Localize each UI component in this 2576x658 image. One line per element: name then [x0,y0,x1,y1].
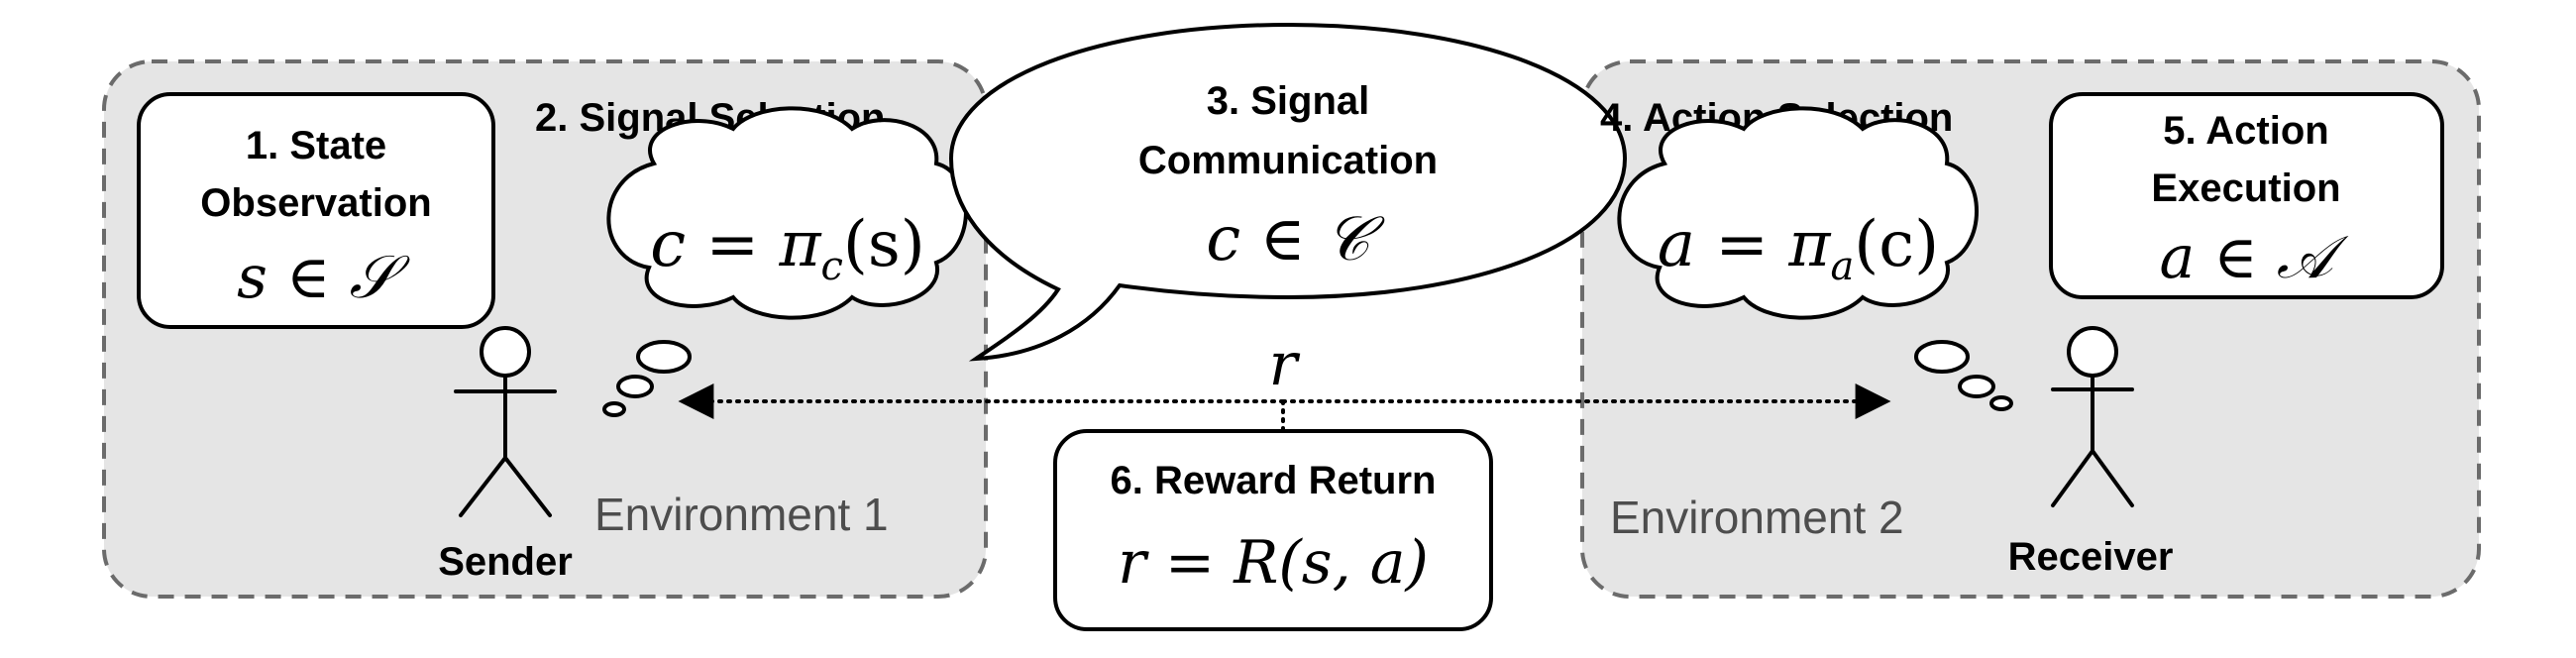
reward-arrow: r [678,330,1891,433]
state-observation-title-line2: Observation [200,181,431,225]
signal-communication-formula: c ∈ 𝒞 [1206,202,1385,274]
state-observation-formula: s ∈ 𝒮 [237,243,410,312]
signal-selection-formula: c = πc(s) [650,208,924,289]
action-execution-title-line1: 5. Action [2163,109,2328,153]
state-observation-title-line1: 1. State [246,124,386,167]
action-execution-formula: a ∈ 𝒜 [2159,223,2348,292]
reward-symbol: r [1269,330,1301,399]
signal-communication-bubble: 3. Signal Communication c ∈ 𝒞 [948,22,1628,362]
reward-return-formula: r = R(s, a) [1118,528,1429,598]
reward-return-title: 6. Reward Return [1111,459,1437,502]
signal-communication-title-line2: Communication [1138,139,1438,182]
receiver-thought-cloud: a = πa(c) [1617,106,2013,411]
environment-1-label: Environment 1 [594,489,889,540]
action-selection-formula: a = πa(c) [1658,208,1939,289]
sender-figure-icon [454,326,557,517]
state-observation-box: 1. State Observation s ∈ 𝒮 [137,92,495,329]
action-execution-box: 5. Action Execution a ∈ 𝒜 [2049,92,2444,299]
action-execution-title-line2: Execution [2151,166,2340,210]
signal-communication-title-line1: 3. Signal [1207,79,1370,123]
environment-2-label: Environment 2 [1610,492,1904,543]
sender-thought-cloud: c = πc(s) [602,106,968,417]
receiver-figure-icon [2051,326,2134,507]
sender-label: Sender [438,540,573,584]
receiver-label: Receiver [2008,535,2174,579]
reward-return-box: 6. Reward Return r = R(s, a) [1053,429,1493,631]
